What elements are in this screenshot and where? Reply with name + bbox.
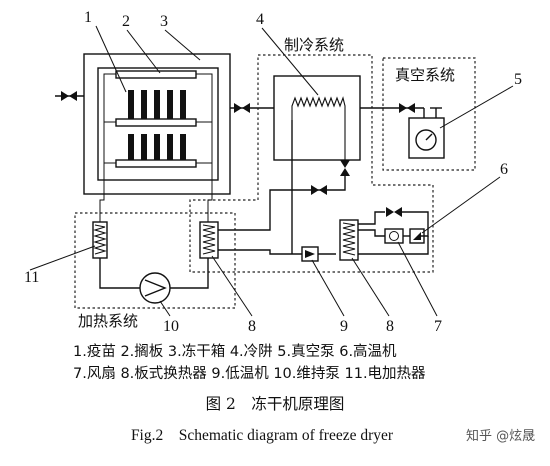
- refrigerant-line-high-temp-loop: [400, 211, 429, 237]
- plate-heat-exchanger-b: [339, 219, 359, 261]
- callout-4: 4: [256, 11, 264, 28]
- vacuum-gauge-icon: [415, 129, 437, 151]
- shelf-3: [115, 159, 197, 168]
- shelf-fluid-left-loop: [99, 73, 116, 222]
- refrigerant-line-fan-to-hx: [358, 229, 385, 237]
- figure-caption-cn: 图 2 冻干机原理图: [206, 395, 345, 413]
- callout-5: 5: [514, 71, 522, 88]
- refrigerant-line-hx8b-top: [358, 211, 385, 225]
- chamber-outlet-valve-icon: [234, 103, 250, 113]
- pump-valve-icon: [399, 103, 415, 113]
- vacuum-pump: [408, 117, 445, 159]
- vacuum-gauge-needle: [425, 133, 433, 141]
- refrigeration-system-boundary: [189, 54, 434, 273]
- callout-3: 3: [160, 13, 168, 30]
- legend-line-1: 1.疫苗 2.搁板 3.冻干箱 4.冷阱 5.真空泵 6.高温机: [73, 342, 397, 360]
- maintenance-pump-symbol-icon: [144, 279, 167, 297]
- high-temp-unit-arrow-icon: [413, 232, 421, 240]
- refrigerant-line-hx8b-bottom: [358, 236, 429, 255]
- callout-7: 7: [434, 318, 442, 335]
- inlet-valve-icon: [61, 91, 77, 101]
- callout-11: 11: [24, 269, 39, 286]
- vaccine-vials-lower: [128, 134, 186, 160]
- electric-heater-coil: [93, 224, 107, 255]
- callout-8b: 8: [386, 318, 394, 335]
- heating-loop-bottom: [99, 258, 140, 289]
- legend-line-2: 7.风扇 8.板式换热器 9.低温机 10.维持泵 11.电加热器: [73, 364, 426, 382]
- callout-10: 10: [163, 318, 179, 335]
- vacuum-system-boundary: [382, 57, 476, 171]
- low-temp-unit: [301, 246, 319, 262]
- callout-2: 2: [122, 13, 130, 30]
- callout-8a: 8: [248, 318, 256, 335]
- callout-9: 9: [340, 318, 348, 335]
- vacuum-system-label: 真空系统: [395, 66, 455, 84]
- plate-heat-exchanger-a: [199, 221, 219, 259]
- callout-6: 6: [500, 161, 508, 178]
- heating-system-boundary: [74, 212, 236, 309]
- high-temp-unit: [409, 228, 425, 244]
- cold-trap-coil: [291, 96, 346, 160]
- refrigeration-system-label: 制冷系统: [284, 36, 344, 54]
- shelf-1: [115, 70, 197, 79]
- fan-icon: [389, 231, 399, 241]
- callout-leaders: [29, 25, 514, 317]
- electric-heater: [92, 221, 108, 259]
- maintenance-pump: [139, 272, 171, 304]
- cold-trap: [273, 75, 361, 161]
- watermark: 知乎 @炫晟: [466, 428, 535, 444]
- heating-system-label: 加热系统: [78, 312, 138, 330]
- refrigerant-line-hx8a-top: [218, 170, 346, 231]
- figure-caption-en: Fig.2 Schematic diagram of freeze dryer: [131, 427, 394, 444]
- refrigerant-line-hx8a-bottom: [218, 249, 302, 255]
- vaccine-vials-upper: [128, 90, 186, 119]
- heating-loop-bottom-right: [170, 258, 209, 289]
- callout-1: 1: [84, 9, 92, 26]
- high-temp-valve-icon: [386, 207, 402, 217]
- cold-trap-valve-icon: [340, 160, 350, 176]
- shelf-fluid-right-loop: [196, 73, 213, 222]
- plate-heat-exchanger-b-coil: [342, 222, 356, 256]
- chamber-inner-wall: [97, 67, 219, 181]
- shelf-2: [115, 118, 197, 127]
- fan: [384, 228, 404, 244]
- freeze-drying-chamber: [83, 53, 231, 195]
- plate-heat-exchanger-a-coil: [202, 224, 216, 255]
- refrigerant-valve-icon: [311, 185, 327, 195]
- low-temp-unit-arrow-icon: [305, 250, 315, 258]
